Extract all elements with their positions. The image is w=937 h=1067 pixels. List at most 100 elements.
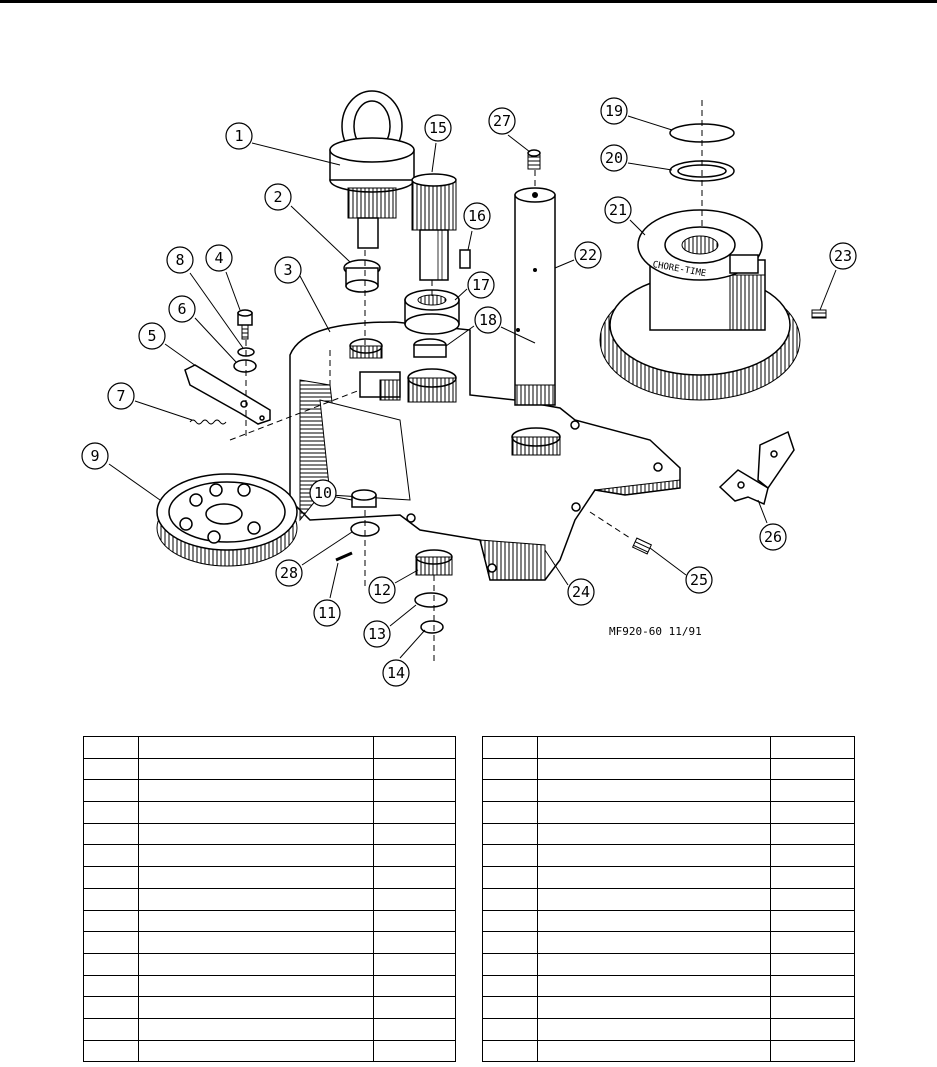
callout-number: 28 (280, 564, 298, 582)
callout-number: 17 (472, 276, 490, 294)
callout-circle (309, 479, 337, 507)
table-row (83, 801, 456, 824)
table-row (482, 1039, 855, 1063)
key-part (459, 249, 471, 269)
table-row (83, 822, 456, 846)
callout-number: 11 (318, 604, 336, 622)
callout-circle (363, 620, 391, 648)
part-number-cell (482, 952, 538, 976)
callout-circle (382, 659, 410, 687)
winch-drum-gear-part: CHORE-TIME (599, 209, 801, 401)
housing-plate (289, 321, 681, 581)
quantity-cell (770, 736, 855, 759)
callout-number: 19 (605, 102, 623, 120)
callout-10: 10 (309, 479, 337, 507)
callout-number: 23 (834, 247, 852, 265)
part-number-cell (482, 931, 538, 954)
quantity-cell (373, 974, 456, 998)
callout-27: 27 (488, 107, 516, 135)
callout-24: 24 (567, 578, 595, 606)
table-row (482, 844, 855, 868)
callout-number: 26 (764, 528, 782, 546)
part-number-cell (83, 822, 139, 846)
callout-circle (368, 576, 396, 604)
table-row (83, 779, 456, 803)
snap-ring-part (420, 620, 444, 634)
callout-number: 9 (90, 447, 99, 465)
callout-circle (168, 295, 196, 323)
callout-circle (275, 559, 303, 587)
callout-22: 22 (574, 241, 602, 269)
part-number-cell (83, 779, 139, 803)
bearing-part (404, 289, 460, 335)
callout-21: 21 (604, 196, 632, 224)
description-cell (537, 909, 771, 933)
description-cell (537, 844, 771, 868)
callout-number: 4 (214, 249, 223, 267)
table-row (83, 909, 456, 933)
table-row (482, 974, 855, 998)
callout-28: 28 (275, 559, 303, 587)
shim-washer-part (414, 592, 448, 608)
callout-number: 25 (690, 571, 708, 589)
callout-12: 12 (368, 576, 396, 604)
callout-circle (685, 566, 713, 594)
table-row (83, 1039, 456, 1063)
description-cell (537, 1017, 771, 1041)
callout-number: 7 (116, 387, 125, 405)
spring-part (189, 419, 227, 425)
part-number-cell (83, 887, 139, 911)
parts-table-left (83, 736, 456, 1063)
cap-screw-part (237, 309, 253, 340)
quantity-cell (373, 931, 456, 954)
latch-bracket-part (184, 364, 271, 425)
part-number-cell (83, 757, 139, 781)
bushing-part (343, 259, 381, 293)
callout-26: 26 (759, 523, 787, 551)
drawing-code: MF920-60 11/91 (609, 625, 702, 638)
part-number-cell (83, 801, 139, 824)
description-cell (537, 866, 771, 889)
part-number-cell (482, 887, 538, 911)
roll-pin-part (335, 551, 353, 562)
callout-number: 15 (429, 119, 447, 137)
callout-number: 18 (479, 311, 497, 329)
callout-circle (313, 599, 341, 627)
part-number-cell (83, 866, 139, 889)
callout-17: 17 (467, 271, 495, 299)
quantity-cell (770, 1039, 855, 1063)
callout-circle (138, 322, 166, 350)
description-cell (138, 996, 374, 1019)
parts-table-right (482, 736, 855, 1063)
quantity-cell (373, 1039, 456, 1063)
quantity-cell (373, 801, 456, 824)
quantity-cell (373, 736, 456, 759)
quantity-cell (770, 887, 855, 911)
part-number-cell (83, 1017, 139, 1041)
part-number-cell (83, 1039, 139, 1063)
callout-number: 13 (368, 625, 386, 643)
quantity-cell (770, 909, 855, 933)
grease-fitting-part (527, 149, 541, 170)
splined-shaft-part (411, 173, 457, 281)
callout-circle (600, 144, 628, 172)
description-cell (537, 801, 771, 824)
table-row (482, 866, 855, 889)
description-cell (537, 996, 771, 1019)
callout-4: 4 (205, 244, 233, 272)
part-number-cell (83, 844, 139, 868)
callout-7: 7 (107, 382, 135, 410)
description-cell (537, 1039, 771, 1063)
quantity-cell (373, 844, 456, 868)
callout-1: 1 (225, 122, 253, 150)
callout-circle (166, 246, 194, 274)
part-number-cell (482, 866, 538, 889)
part-number-cell (83, 974, 139, 998)
callout-23: 23 (829, 242, 857, 270)
table-row (83, 1017, 456, 1041)
part-number-cell (482, 1017, 538, 1041)
quantity-cell (373, 779, 456, 803)
table-row (482, 801, 855, 824)
quantity-cell (373, 757, 456, 781)
